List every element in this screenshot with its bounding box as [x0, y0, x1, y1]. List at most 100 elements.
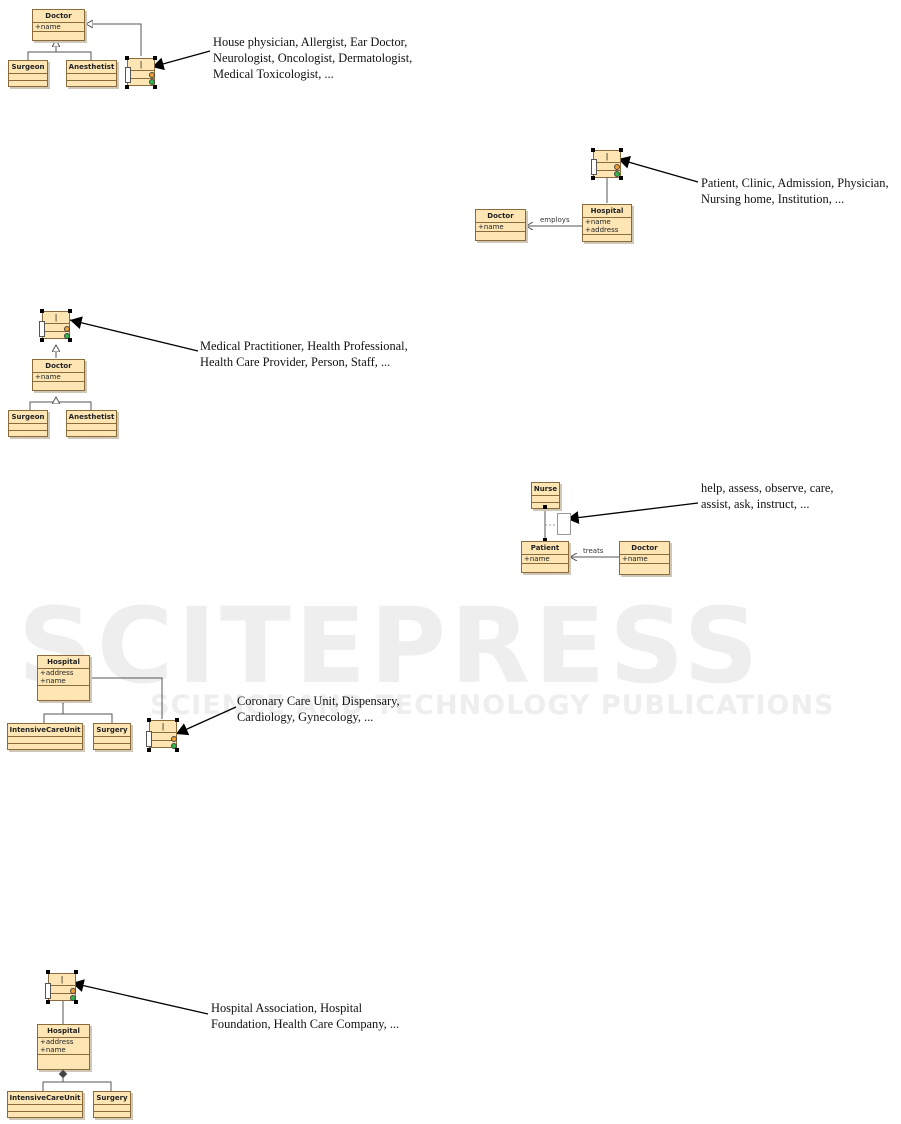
d2-suggestion-note: Patient, Clinic, Admission, Physician, N…: [701, 176, 889, 206]
d1-resize-handle[interactable]: [153, 85, 157, 89]
d2-resize-handle[interactable]: [591, 148, 595, 152]
d3-resize-handle[interactable]: [68, 309, 72, 313]
d5-connectors: [43, 674, 237, 736]
class-name: IntensiveCareUnit: [8, 1092, 82, 1105]
class-name: Anesthetist: [67, 411, 116, 424]
class-attribute: +address: [585, 226, 619, 234]
class-name: Hospital: [38, 1025, 89, 1038]
class-name: Doctor: [33, 10, 84, 23]
d3-anesthetist-class[interactable]: Anesthetist: [66, 410, 117, 437]
d3-orange-dot-icon[interactable]: [64, 326, 70, 332]
class-name: Nurse: [532, 483, 559, 496]
class-attribute: +name: [40, 1046, 66, 1054]
d3-suggestion-note: Medical Practitioner, Health Professiona…: [200, 339, 408, 369]
class-attribute: +name: [522, 555, 568, 564]
d4-suggestion-note: help, assess, observe, care, assist, ask…: [701, 481, 834, 511]
d1-resize-handle[interactable]: [153, 56, 157, 60]
d4-patient-class[interactable]: Patient +name: [521, 541, 569, 573]
d5-resize-handle[interactable]: [175, 748, 179, 752]
d6-green-dot-icon[interactable]: [70, 995, 76, 1001]
d5-green-dot-icon[interactable]: [171, 743, 177, 749]
d4-association-handle[interactable]: [543, 505, 547, 509]
d6-orange-dot-icon[interactable]: [70, 988, 76, 994]
d6-resize-handle[interactable]: [74, 1000, 78, 1004]
d1-suggestion-note: House physician, Allergist, Ear Doctor, …: [213, 35, 413, 81]
d6-class-tools-icon[interactable]: [45, 983, 51, 999]
d1-doctor-class[interactable]: Doctor +name: [32, 9, 85, 41]
class-attribute: +name: [476, 223, 525, 232]
class-name: Hospital: [583, 205, 631, 218]
d1-orange-dot-icon[interactable]: [149, 72, 155, 78]
class-attribute: +name: [33, 373, 84, 382]
d1-resize-handle[interactable]: [125, 85, 129, 89]
class-name: Surgeon: [9, 411, 47, 424]
d5-resize-handle[interactable]: [147, 748, 151, 752]
class-attribute: +name: [40, 677, 66, 685]
d3-resize-handle[interactable]: [40, 338, 44, 342]
d1-anesthetist-class[interactable]: Anesthetist: [66, 60, 117, 87]
d3-green-dot-icon[interactable]: [64, 333, 70, 339]
d6-resize-handle[interactable]: [46, 970, 50, 974]
d3-resize-handle[interactable]: [68, 338, 72, 342]
d5-resize-handle[interactable]: [175, 718, 179, 722]
class-attribute: +address: [40, 669, 74, 677]
watermark-tagline: SCIENCE AND TECHNOLOGY PUBLICATIONS: [150, 690, 835, 721]
d2-resize-handle[interactable]: [591, 176, 595, 180]
d1-resize-handle[interactable]: [125, 56, 129, 60]
d5-resize-handle[interactable]: [147, 718, 151, 722]
d4-association-handle[interactable]: [543, 538, 547, 542]
d2-doctor-class[interactable]: Doctor +name: [475, 209, 526, 241]
d1-connectors: [27, 24, 211, 71]
d4-new-association-icon[interactable]: [557, 513, 571, 535]
class-name: Hospital: [38, 656, 89, 669]
d1-class-tools-icon[interactable]: [125, 67, 131, 83]
d5-suggestion-note: Coronary Care Unit, Dispensary, Cardiolo…: [237, 694, 400, 724]
class-name: Surgery: [94, 1092, 130, 1105]
class-name: Doctor: [620, 542, 669, 555]
d5-orange-dot-icon[interactable]: [171, 736, 177, 742]
d2-resize-handle[interactable]: [619, 148, 623, 152]
text-cursor-icon: |: [43, 312, 69, 324]
d3-surgeon-class[interactable]: Surgeon: [8, 410, 48, 437]
text-cursor-icon: |: [594, 151, 620, 163]
d6-resize-handle[interactable]: [46, 1000, 50, 1004]
class-attribute: +name: [585, 218, 611, 226]
d6-hospital-class[interactable]: Hospital +address +name: [37, 1024, 90, 1070]
d2-connectors: [526, 155, 699, 226]
class-name: Surgeon: [9, 61, 47, 74]
class-name: IntensiveCareUnit: [8, 724, 82, 737]
d6-surgery-class[interactable]: Surgery: [93, 1091, 131, 1118]
d1-surgeon-class[interactable]: Surgeon: [8, 60, 48, 87]
d6-new-class-placeholder[interactable]: |: [48, 973, 76, 1001]
d2-green-dot-icon[interactable]: [614, 171, 620, 177]
d3-class-tools-icon[interactable]: [39, 321, 45, 337]
d3-resize-handle[interactable]: [40, 309, 44, 313]
class-attribute: +address: [40, 1038, 74, 1046]
d5-hospital-class[interactable]: Hospital +address +name: [37, 655, 90, 701]
d3-doctor-class[interactable]: Doctor +name: [32, 359, 85, 391]
text-cursor-icon: |: [150, 721, 176, 733]
class-name: Doctor: [33, 360, 84, 373]
d4-doctor-class[interactable]: Doctor +name: [619, 541, 670, 575]
text-cursor-icon: |: [128, 59, 154, 71]
d2-resize-handle[interactable]: [619, 176, 623, 180]
d1-green-dot-icon[interactable]: [149, 79, 155, 85]
class-name: Surgery: [94, 724, 130, 737]
class-attribute: +name: [620, 555, 669, 564]
d6-resize-handle[interactable]: [74, 970, 78, 974]
d5-surgery-class[interactable]: Surgery: [93, 723, 131, 750]
d4-nurse-class[interactable]: Nurse: [531, 482, 560, 509]
d2-association-label: employs: [540, 216, 570, 224]
d5-icu-class[interactable]: IntensiveCareUnit: [7, 723, 83, 750]
d3-connectors: [29, 316, 199, 410]
d2-hospital-class[interactable]: Hospital +name +address: [582, 204, 632, 242]
d6-icu-class[interactable]: IntensiveCareUnit: [7, 1091, 83, 1118]
class-name: Doctor: [476, 210, 525, 223]
d2-class-tools-icon[interactable]: [591, 159, 597, 175]
d2-orange-dot-icon[interactable]: [614, 164, 620, 170]
text-cursor-icon: |: [49, 974, 75, 986]
d5-class-tools-icon[interactable]: [146, 731, 152, 747]
class-attribute: +name: [33, 23, 84, 32]
watermark-logo: SCITEPRESS: [18, 585, 763, 707]
